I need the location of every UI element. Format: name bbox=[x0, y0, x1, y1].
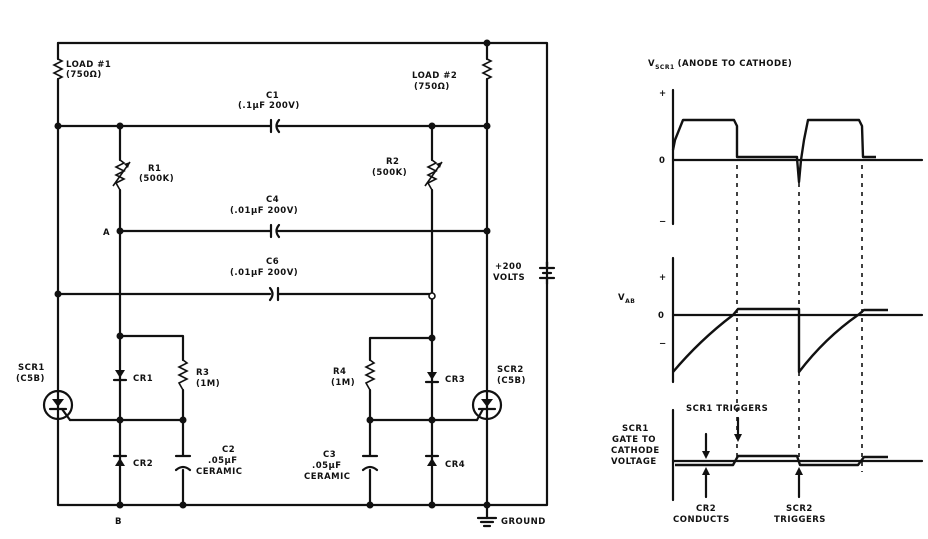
r3-value-label: (1M) bbox=[196, 379, 220, 389]
c2-type-label: CERAMIC bbox=[196, 467, 243, 477]
c3-capacitor-icon bbox=[361, 454, 379, 472]
c3-name-label: C3 bbox=[323, 450, 336, 460]
r3-name-label: R3 bbox=[196, 368, 209, 378]
scr1-triggers-annotation: SCR1 TRIGGERS bbox=[686, 404, 768, 414]
node-b-label: B bbox=[115, 517, 122, 527]
cr3-diode-icon bbox=[424, 372, 440, 384]
vscr1-title-v: VSCR1(ANODE TO CATHODE) bbox=[648, 59, 792, 71]
vscr1-plus-label: + bbox=[659, 89, 667, 99]
scr1-thyristor-icon bbox=[42, 389, 74, 422]
cr1-label: CR1 bbox=[133, 374, 153, 384]
supply-volts-label: VOLTS bbox=[493, 273, 525, 283]
gate-label-line1: SCR1 bbox=[622, 424, 649, 434]
cr1-diode-icon bbox=[112, 370, 128, 382]
vscr1-trace bbox=[671, 118, 876, 184]
vab-plus-label: + bbox=[659, 273, 667, 283]
cr4-diode-icon bbox=[424, 454, 440, 466]
c1-name-label: C1 bbox=[266, 91, 279, 101]
bottom-rail bbox=[56, 416, 489, 507]
load1-name-label: LOAD #1 bbox=[66, 60, 111, 70]
gate-trace bbox=[675, 454, 888, 467]
c4-capacitor-icon bbox=[269, 223, 281, 239]
vscr1-zero-label: 0 bbox=[659, 156, 665, 166]
c4-value-label: (.01μF 200V) bbox=[230, 206, 298, 216]
c6-value-label: (.01μF 200V) bbox=[230, 268, 298, 278]
cr2-label: CR2 bbox=[133, 459, 153, 469]
gate-label-line3: CATHODE bbox=[611, 446, 660, 456]
scr1-name-label: SCR1 bbox=[18, 363, 45, 373]
load1-value-label: (750Ω) bbox=[66, 70, 102, 80]
vab-minus-label: − bbox=[659, 339, 667, 349]
r4-value-label: (1M) bbox=[331, 378, 355, 388]
node-a-label: A bbox=[103, 228, 110, 238]
wiring bbox=[56, 41, 549, 520]
c2-capacitor-icon bbox=[174, 454, 192, 472]
outer-supply-rail bbox=[56, 41, 549, 507]
cr2-diode-icon bbox=[112, 454, 128, 466]
supply-voltage-label: +200 bbox=[495, 262, 522, 272]
c6-name-label: C6 bbox=[266, 257, 279, 267]
c1-capacitor-icon bbox=[269, 118, 281, 134]
ground-label: GROUND bbox=[501, 517, 546, 527]
vab-zero-label: 0 bbox=[658, 311, 664, 321]
load2-name-label: LOAD #2 bbox=[412, 71, 457, 81]
c3-type-label: CERAMIC bbox=[304, 472, 351, 482]
cr4-label: CR4 bbox=[445, 460, 465, 470]
r2-name-label: R2 bbox=[386, 157, 399, 167]
supply-battery-icon bbox=[538, 260, 556, 286]
c3-value-label: .05μF bbox=[312, 461, 342, 471]
vab-title: VAB bbox=[618, 293, 635, 305]
c2-name-label: C2 bbox=[222, 445, 235, 455]
c2-value-label: .05μF bbox=[208, 456, 238, 466]
c6-capacitor-icon bbox=[268, 286, 280, 302]
load2-value-label: (750Ω) bbox=[414, 82, 450, 92]
r1-variable-resistor-icon bbox=[112, 159, 131, 191]
r4-name-label: R4 bbox=[333, 367, 346, 377]
gate-label-line4: VOLTAGE bbox=[611, 457, 657, 467]
ground-icon bbox=[476, 516, 498, 528]
vscr1-minus-label: − bbox=[659, 217, 667, 227]
r2-variable-resistor-icon bbox=[424, 159, 443, 191]
scr2-value-label: (C5B) bbox=[497, 376, 526, 386]
scr2-thyristor-icon bbox=[471, 389, 503, 422]
r2-value-label: (500K) bbox=[372, 168, 407, 178]
scr2-triggers-annotation-line2: TRIGGERS bbox=[774, 515, 826, 525]
cr2-conducts-annotation-line1: CR2 bbox=[696, 504, 716, 514]
c4-name-label: C4 bbox=[266, 195, 279, 205]
cr3-label: CR3 bbox=[445, 375, 465, 385]
gate-label-line2: GATE TO bbox=[612, 435, 656, 445]
vab-trace bbox=[672, 307, 888, 374]
junction-dots bbox=[54, 39, 491, 509]
cr2-conducts-annotation-line2: CONDUCTS bbox=[673, 515, 730, 525]
scr1-value-label: (C5B) bbox=[16, 374, 45, 384]
r1-value-label: (500K) bbox=[139, 174, 174, 184]
waveform-panel: VSCR1(ANODE TO CATHODE) + 0 − VAB + 0 − … bbox=[611, 59, 924, 525]
c1-value-label: (.1μF 200V) bbox=[238, 101, 300, 111]
r4-resistor-icon bbox=[364, 359, 376, 391]
r1-name-label: R1 bbox=[148, 164, 161, 174]
load2-resistor-icon bbox=[481, 58, 493, 80]
r3-resistor-icon bbox=[177, 359, 189, 391]
scr2-triggers-annotation-line1: SCR2 bbox=[786, 504, 813, 514]
load1-resistor-icon bbox=[52, 58, 64, 80]
scr2-name-label: SCR2 bbox=[497, 365, 524, 375]
